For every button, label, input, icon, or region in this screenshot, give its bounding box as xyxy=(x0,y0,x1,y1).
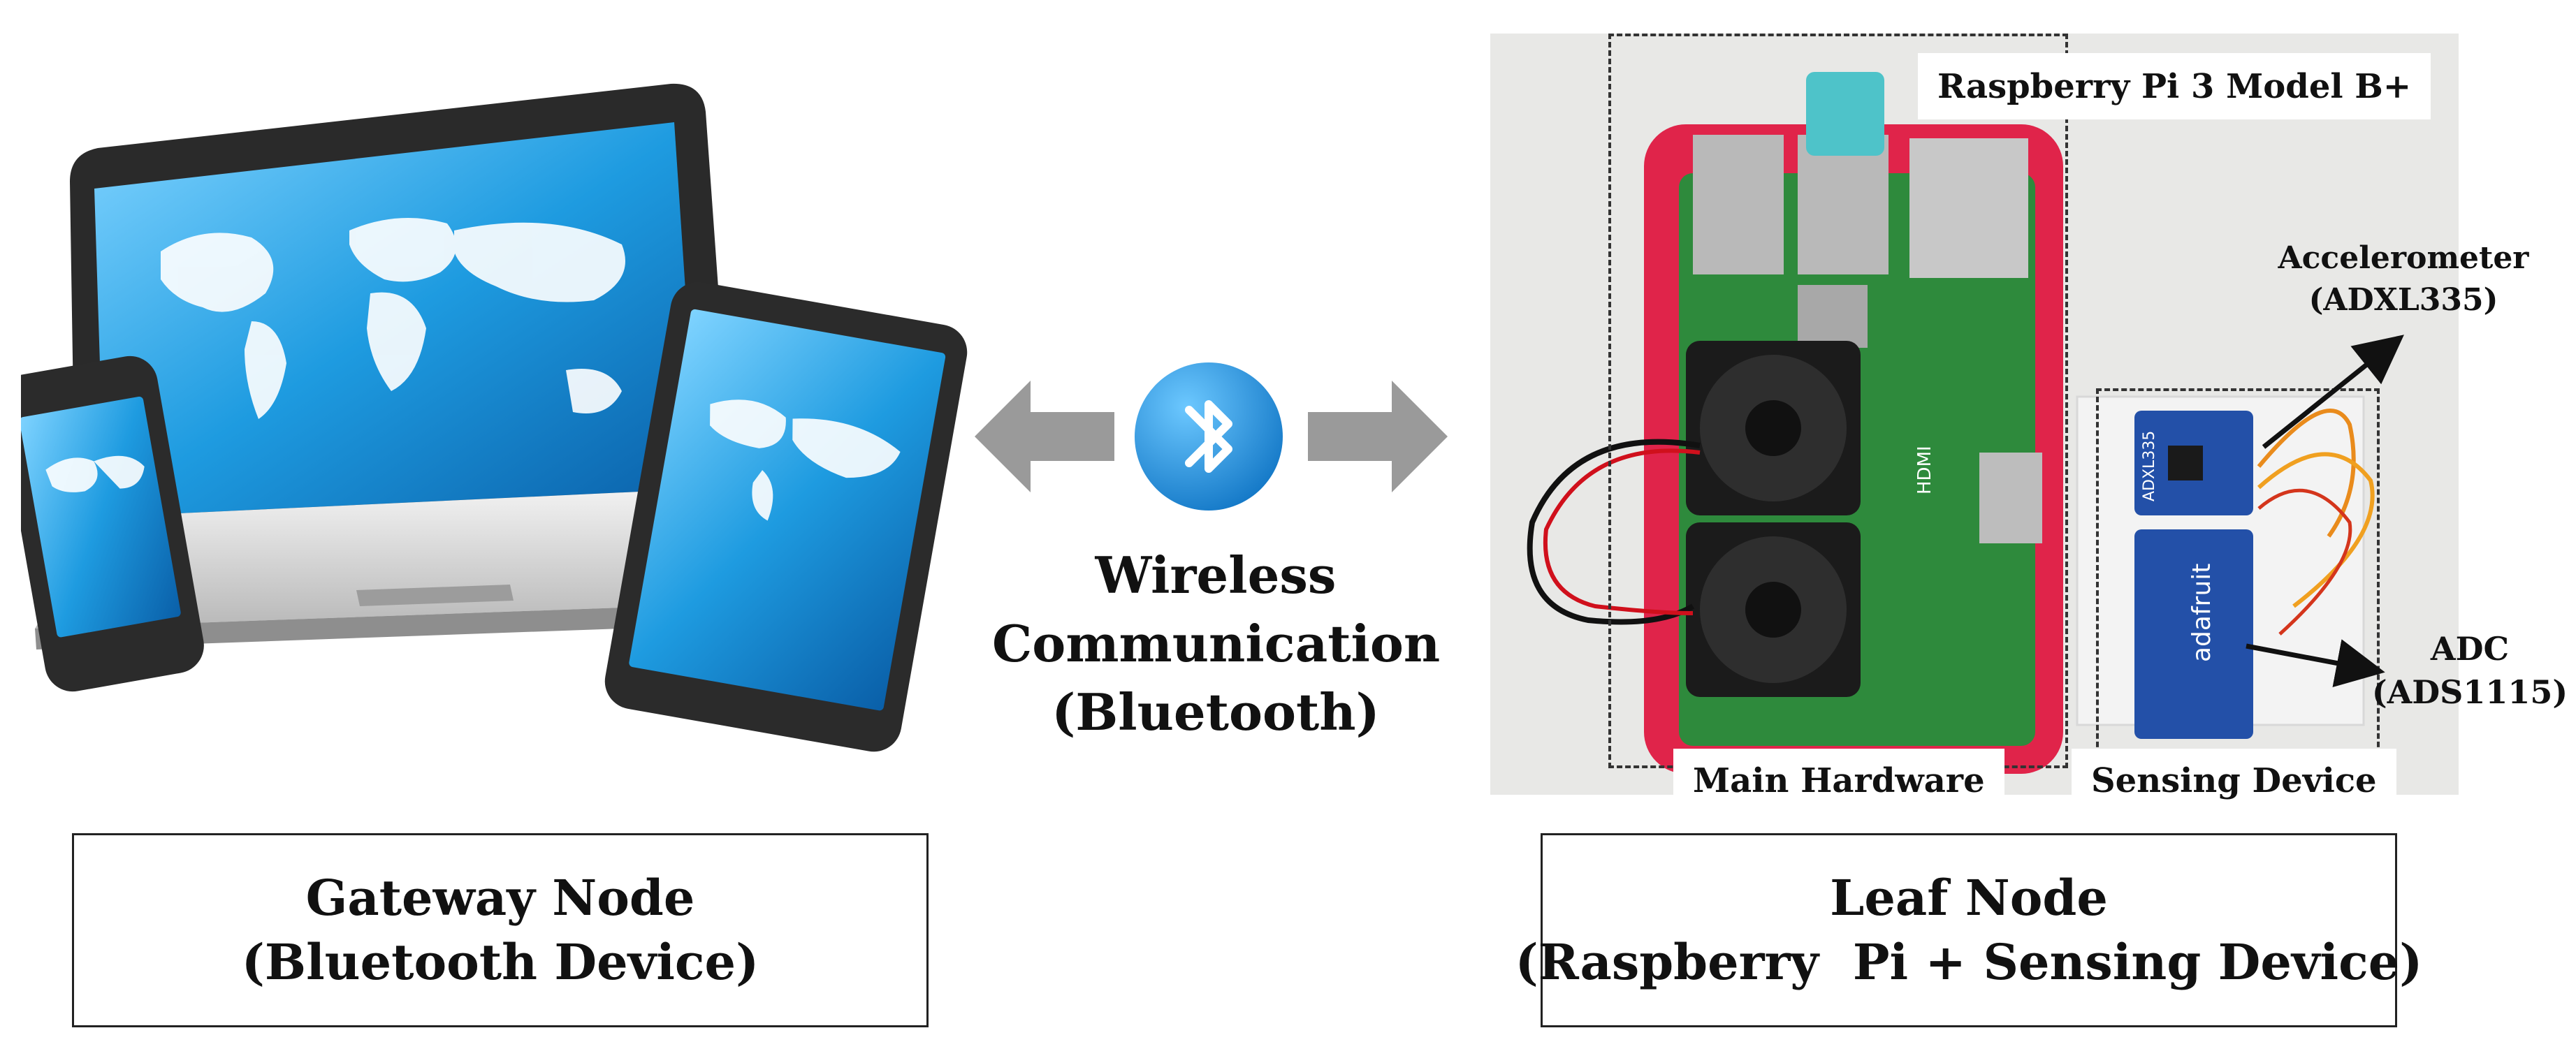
link-line-1: Wireless xyxy=(1095,545,1337,605)
leaf-node-subtitle: (Raspberry Pi + Sensing Device) xyxy=(1515,933,2423,991)
arrow-left-icon xyxy=(975,381,1114,492)
arrow-right-icon xyxy=(1308,381,1448,492)
devices-illustration xyxy=(21,83,968,752)
accelerometer-name: Accelerometer xyxy=(2278,240,2529,276)
gateway-node-title: Gateway Node xyxy=(305,869,695,927)
adc-arrow xyxy=(2246,639,2385,687)
main-hardware-label: Main Hardware xyxy=(1673,749,2004,813)
leaf-node-title: Leaf Node xyxy=(1830,869,2108,927)
hardware-photo: HDMI ADXL335 adafruit xyxy=(1490,34,2459,795)
adc-module xyxy=(2134,529,2253,739)
sensing-device-label: Sensing Device xyxy=(2072,749,2396,813)
accel-chip-label: ADXL335 xyxy=(2141,431,2158,501)
hdmi-label: HDMI xyxy=(1914,446,1935,494)
link-line-3: (Bluetooth) xyxy=(1051,682,1380,742)
link-label: Wireless Communication (Bluetooth) xyxy=(992,541,1441,747)
fan-icon xyxy=(1686,522,1861,697)
adc-part: (ADS1115) xyxy=(2371,673,2568,711)
usb-dongle xyxy=(1806,72,1884,156)
adc-label: ADC (ADS1115) xyxy=(2365,627,2575,714)
gateway-node-box: Gateway Node (Bluetooth Device) xyxy=(72,833,929,1027)
accelerometer-arrow xyxy=(2262,335,2404,449)
smartphone-icon xyxy=(21,355,204,692)
bluetooth-icon xyxy=(1135,362,1283,511)
link-line-2: Communication xyxy=(992,614,1441,673)
board-label: Raspberry Pi 3 Model B+ xyxy=(1918,53,2431,119)
accelerometer-part: (ADXL335) xyxy=(2308,282,2498,318)
tablet-icon xyxy=(604,281,968,752)
laptop-icon xyxy=(35,83,817,650)
hardware-drawing: HDMI ADXL335 adafruit xyxy=(1527,72,2375,774)
adc-name: ADC xyxy=(2430,630,2510,668)
gateway-node-subtitle: (Bluetooth Device) xyxy=(241,933,759,991)
leaf-node-box: Leaf Node (Raspberry Pi + Sensing Device… xyxy=(1515,833,2422,1027)
accelerometer-label: Accelerometer (ADXL335) xyxy=(2250,237,2557,321)
fan-icon xyxy=(1686,341,1861,515)
adafruit-label: adafruit xyxy=(2188,564,2216,662)
